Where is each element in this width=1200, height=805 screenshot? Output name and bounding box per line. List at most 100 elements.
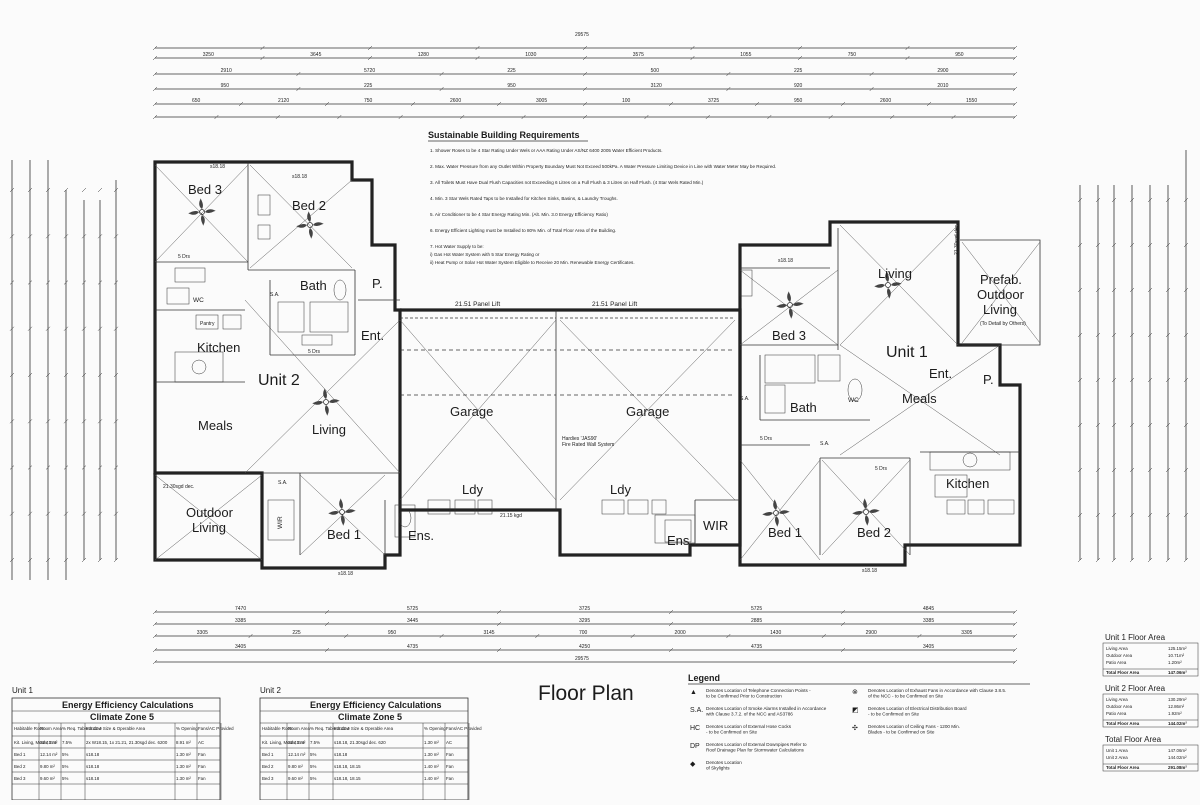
dimension-tick bbox=[81, 326, 87, 331]
energy-table-zone: Climate Zone 5 bbox=[90, 712, 154, 722]
dimension-tick bbox=[1095, 377, 1101, 383]
dimension-tick bbox=[9, 419, 15, 424]
dimension-tick bbox=[45, 465, 51, 470]
u1-outdoor-dim: 21.30sgd dec. bbox=[954, 224, 960, 255]
floor-area-label: Patio Area bbox=[1106, 660, 1127, 665]
legend-symbol: ◆ bbox=[690, 761, 696, 768]
room-label-u1-bed2: Bed 2 bbox=[857, 525, 891, 540]
dimension-value: 3385 bbox=[923, 618, 934, 624]
floor-area-total-label: Total Floor Area bbox=[1106, 670, 1140, 675]
dimension-tick bbox=[152, 621, 158, 627]
energy-table-cell: 1.30 m² bbox=[176, 764, 191, 769]
room-label-u1-wir: WIR bbox=[703, 518, 728, 533]
dimension-value: 3250 bbox=[203, 52, 214, 58]
dimension-tick bbox=[1129, 332, 1135, 338]
energy-table-cell: 1.30 m² bbox=[424, 752, 439, 757]
dimension-tick bbox=[9, 234, 15, 239]
requirement-item: 6. Energy Efficient Lighting must be Ins… bbox=[430, 228, 616, 233]
legend-text: Denotes Location of External Downpipes R… bbox=[706, 742, 807, 753]
dimension-value: 4250 bbox=[579, 644, 590, 650]
dimension-tick bbox=[113, 326, 119, 331]
dimension-value: 950 bbox=[388, 630, 397, 636]
dimension-tick bbox=[439, 71, 444, 77]
dimension-value: 3405 bbox=[235, 644, 246, 650]
legend-text: Denotes Location of External Hose Cocks-… bbox=[706, 724, 792, 735]
dimension-tick bbox=[152, 101, 158, 107]
dimension-value: 3305 bbox=[197, 630, 208, 636]
dimension-value: 920 bbox=[794, 83, 803, 89]
legend-symbol: ✣ bbox=[852, 724, 858, 732]
dimension-tick bbox=[1147, 467, 1153, 473]
floor-area-label: Living Area bbox=[1106, 646, 1128, 651]
energy-table-cell: AC bbox=[446, 740, 452, 745]
dimension-value: 2910 bbox=[221, 68, 232, 74]
energy-table-cell: 5% bbox=[62, 764, 68, 769]
room-label-ldy-right: Ldy bbox=[610, 482, 631, 497]
legend: Legend ▲Denotes Location of Telephone Co… bbox=[688, 673, 1030, 771]
dimension-tick bbox=[1012, 71, 1018, 77]
u2-outdoor-dim: 21.30sgd dec. bbox=[163, 484, 194, 490]
dimension-tick bbox=[797, 55, 803, 61]
energy-table-cell: AC bbox=[198, 740, 204, 745]
dimension-tick bbox=[1147, 242, 1153, 248]
dimension-tick bbox=[27, 557, 33, 563]
room-label-u1-kitchen: Kitchen bbox=[946, 476, 989, 491]
dimension-value: 500 bbox=[651, 68, 660, 74]
dimension-tick bbox=[1165, 422, 1171, 428]
dimension-tick bbox=[797, 45, 803, 51]
floor-area-title: Unit 1 Floor Area bbox=[1105, 633, 1166, 642]
energy-table-cell: 32.41 m² bbox=[40, 740, 58, 745]
dimension-tick bbox=[754, 101, 760, 107]
dimension-tick bbox=[1183, 422, 1189, 428]
energy-table-cell: 9.60 m² bbox=[288, 776, 303, 781]
dimension-tick bbox=[1111, 512, 1117, 518]
energy-table-cell: 1.30 m² bbox=[176, 776, 191, 781]
dimension-tick bbox=[97, 234, 103, 239]
energy-table-cell: 5% bbox=[62, 776, 68, 781]
dimension-tick bbox=[324, 101, 330, 107]
dimension-tick bbox=[644, 114, 649, 120]
dimension-value: 2900 bbox=[866, 630, 877, 636]
energy-table-cell: 5% bbox=[310, 776, 316, 781]
dimension-tick bbox=[63, 372, 69, 378]
dimension-tick bbox=[45, 234, 51, 239]
dimension-tick bbox=[81, 465, 87, 470]
energy-table-cell: 32.41 m² bbox=[288, 740, 306, 745]
energy-table-header: % Opening bbox=[176, 726, 198, 731]
doors-label: 5 Drs bbox=[178, 254, 190, 260]
ceiling-fan-icon bbox=[851, 497, 881, 527]
dimension-tick bbox=[726, 71, 731, 77]
dimension-tick bbox=[496, 621, 502, 627]
legend-text: Denotes Location of Electrical Distribut… bbox=[868, 706, 967, 717]
dimension-tick bbox=[821, 633, 827, 639]
room-label-u2-wc: WC bbox=[193, 297, 204, 304]
unit-2-plan: Bed 3 Bed 2 Bath WC Pantry Kitchen Unit … bbox=[153, 160, 434, 577]
dimension-value: 225 bbox=[507, 68, 516, 74]
energy-table-cell: Bed 2 bbox=[14, 764, 26, 769]
panel-lift-label-right: 21.51 Panel Lift bbox=[592, 301, 637, 308]
energy-table-zone: Climate Zone 5 bbox=[338, 712, 402, 722]
requirement-item: 7. Hot Water Supply to be: bbox=[430, 244, 484, 249]
dimension-tick bbox=[668, 609, 674, 615]
dimension-tick bbox=[1111, 197, 1117, 203]
floor-area-title: Total Floor Area bbox=[1105, 735, 1162, 744]
dimension-tick bbox=[1012, 114, 1018, 120]
energy-table-cell: Fan bbox=[198, 776, 206, 781]
dimension-value: 7470 bbox=[235, 606, 246, 612]
room-label-garage-left: Garage bbox=[450, 404, 493, 419]
floor-area-total-label: Total Floor Area bbox=[1106, 765, 1140, 770]
floor-area-label: Living Area bbox=[1106, 697, 1128, 702]
dimension-tick bbox=[398, 114, 403, 120]
energy-table-header: Room Area bbox=[288, 726, 311, 731]
dimension-value: 5725 bbox=[407, 606, 418, 612]
dimension-tick bbox=[690, 45, 695, 51]
dimension-value: 950 bbox=[507, 83, 516, 89]
dimension-tick bbox=[668, 101, 674, 107]
dimension-value: 950 bbox=[794, 98, 803, 104]
dimension-tick bbox=[1077, 377, 1083, 383]
dimension-tick bbox=[324, 609, 330, 615]
dimension-tick bbox=[1095, 557, 1101, 563]
smoke-alarm-label: S.A. bbox=[278, 480, 287, 486]
